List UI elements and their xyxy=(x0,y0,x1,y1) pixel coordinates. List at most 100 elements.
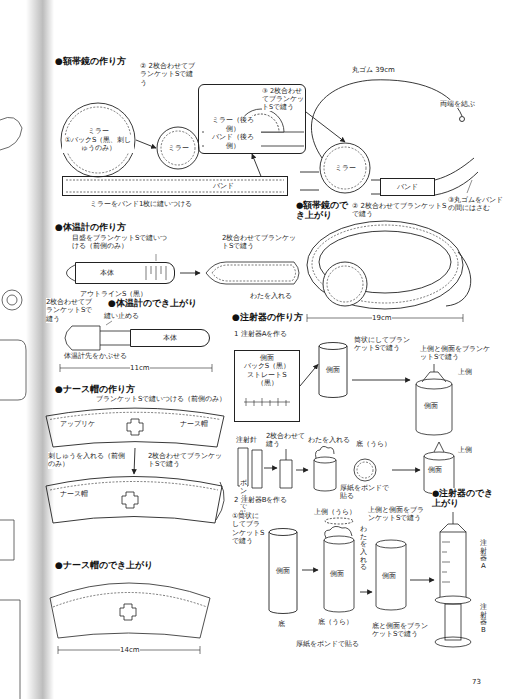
syringe-figure xyxy=(325,526,352,538)
mirror-outline xyxy=(157,127,199,169)
finished-head-mirror xyxy=(307,221,463,309)
nurse-cap-figure xyxy=(127,419,143,435)
cylinder-side xyxy=(269,532,297,614)
stitch-line xyxy=(50,412,220,419)
syringe-cylinder: 側面 xyxy=(268,528,298,614)
nurse-cap-piece-outline xyxy=(46,408,224,447)
note-label: 目盛をブランケットSで縫いつける（前側のみ） xyxy=(72,234,172,251)
note-label: 2枚合わせてブランケットSで縫う xyxy=(46,298,98,323)
cylinder-side xyxy=(319,346,347,398)
thermometer-figure xyxy=(212,265,296,281)
step-arrow xyxy=(306,112,345,142)
mirror-piece-outline xyxy=(320,143,370,193)
note-label: 底（うら） xyxy=(356,440,391,448)
note-label: 丸ゴム 39cm xyxy=(352,66,395,74)
step-arrow xyxy=(392,470,420,471)
mirror-piece: ミラー xyxy=(319,142,371,194)
step-arrow xyxy=(302,570,318,571)
note-label: 注射器B xyxy=(480,604,487,635)
nurse-cap-piece-outline xyxy=(45,474,223,524)
note-label: 側面 xyxy=(382,572,396,580)
part-label: ナース帽 xyxy=(179,420,209,428)
page-gutter xyxy=(26,0,54,699)
syringe-figure xyxy=(435,637,471,647)
step-arrow xyxy=(296,470,308,471)
nurse-cap-piece: アップリケ ナース帽 xyxy=(45,406,225,448)
finished-head-mirror xyxy=(307,221,471,309)
facing-page-figures xyxy=(7,295,17,305)
syringe-figure xyxy=(324,540,354,612)
head-mirror-assembly xyxy=(311,80,462,158)
note-label: 11cm xyxy=(130,364,150,372)
note-label: 底（うら） xyxy=(318,618,353,626)
syringe-figure xyxy=(445,604,461,640)
syringe-figure xyxy=(453,512,454,524)
page-gutter xyxy=(26,0,54,699)
stitch-line xyxy=(324,147,366,189)
step-arrow xyxy=(252,154,261,176)
part-label: 側面 xyxy=(275,567,291,575)
facing-page-figures xyxy=(0,340,26,400)
note-label: 側面 xyxy=(428,466,442,474)
cap-outline xyxy=(46,477,222,524)
note-label: ② 2枚合わせてブランケットSで縫う xyxy=(352,202,447,219)
finished-head-mirror xyxy=(323,262,367,306)
thermometer-body: 本体 xyxy=(130,329,210,347)
part-label: 本体 xyxy=(99,269,115,277)
nurse-cap-figure xyxy=(50,583,210,638)
part-label: ミラー（後ろ側） xyxy=(204,116,261,133)
cap-outline xyxy=(46,408,224,447)
facing-page-figures xyxy=(0,117,26,699)
facing-page-figures xyxy=(2,290,22,310)
facing-page-figures xyxy=(0,520,20,699)
syringe-figure xyxy=(376,544,406,610)
part-label: ミラー xyxy=(167,144,190,152)
mirror-piece-outline xyxy=(61,103,135,177)
note-label: 2枚合わせて縫う xyxy=(266,432,308,449)
syringe-figure xyxy=(324,536,354,544)
mirror-piece: ミラー xyxy=(156,126,200,170)
dimension-line xyxy=(58,314,463,654)
part-label: バンド（後ろ側） xyxy=(204,133,261,150)
head-mirror-assembly xyxy=(467,180,472,193)
note-label: 14cm xyxy=(120,646,140,654)
head-mirror-assembly xyxy=(371,180,380,194)
note-label: 注射針 xyxy=(236,436,257,444)
note-label: ③ 2枚合わせてブランケットSで縫う xyxy=(262,88,304,111)
syringe-figure xyxy=(357,462,373,478)
mirror-band-stitches xyxy=(66,180,284,192)
head-mirror-assembly xyxy=(435,158,478,195)
syringe-cylinder-outline xyxy=(269,529,297,614)
thermometer-figure xyxy=(146,266,166,280)
nurse-cap-piece: ナース帽 xyxy=(45,474,223,524)
facing-page-figures xyxy=(0,117,22,150)
dimension-line xyxy=(307,314,463,322)
section-heading: ●注射器の作り方 xyxy=(232,312,303,323)
note-label: 厚紙をボンドで貼る xyxy=(296,640,359,648)
mirror-outline xyxy=(320,143,370,193)
note-label: 2枚合わせてブランケットSで縫う xyxy=(148,452,228,469)
note-label: わたを入れる xyxy=(250,292,292,300)
note-label: わたを入れる xyxy=(360,526,367,572)
note-label: 注射器A xyxy=(480,540,487,571)
thermometer-figure xyxy=(156,254,157,261)
note-label: 底 xyxy=(278,620,285,628)
section-heading: ●ナース帽の作り方 xyxy=(55,384,135,395)
syringe-figure xyxy=(440,524,466,532)
syringe-figure xyxy=(416,379,452,389)
syringe-figure xyxy=(416,384,452,435)
thermometer-figure xyxy=(100,331,130,345)
nurse-cap-figure xyxy=(216,482,224,520)
syringe-figure xyxy=(435,596,471,604)
nurse-cap-piece-outline xyxy=(46,477,222,524)
mirror-band-stitches xyxy=(66,180,284,192)
syringe-cylinder-outline xyxy=(319,343,347,398)
thermometer-body: 本体 xyxy=(75,262,175,284)
part-label: ①バックS（黒、刺しゅうのみ） xyxy=(62,136,134,153)
part-label: アップリケ xyxy=(59,420,96,428)
head-mirror-assembly xyxy=(300,80,478,195)
note-label: 刺しゅうを入れる（前側のみ） xyxy=(48,452,128,469)
mirror-outline xyxy=(61,103,135,177)
part-label: 本体 xyxy=(162,334,178,342)
